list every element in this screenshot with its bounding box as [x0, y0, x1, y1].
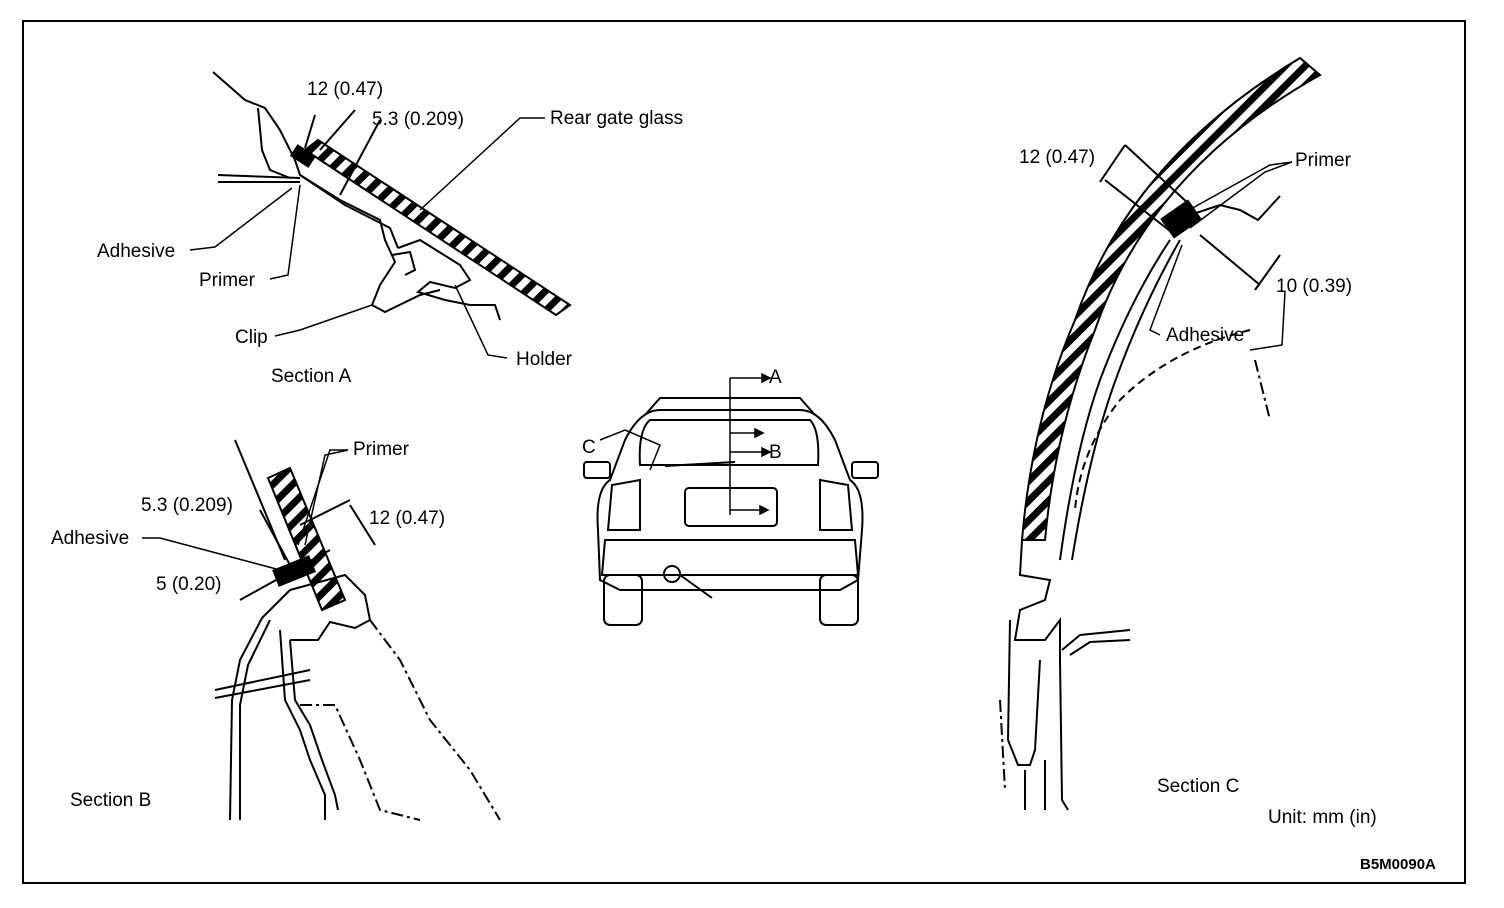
- section-b-title: Section B: [70, 790, 152, 811]
- section-a-leaders: [189, 117, 545, 359]
- section-b-leaders: [142, 449, 349, 571]
- section-c-dim-height: 10 (0.39): [1276, 276, 1353, 297]
- section-b-dim-width: 12 (0.47): [369, 508, 446, 529]
- section-c-label-adhesive: Adhesive: [1166, 325, 1245, 346]
- section-c-glass: [1020, 56, 1322, 541]
- outer-border: [22, 20, 1466, 884]
- section-a-label-glass: Rear gate glass: [550, 108, 684, 129]
- section-b-dim-gap: 5 (0.20): [156, 574, 222, 595]
- section-b-label-adhesive: Adhesive: [51, 528, 130, 549]
- vehicle-marker-c: C: [582, 437, 596, 458]
- section-c-title: Section C: [1157, 776, 1240, 797]
- vehicle-rear-view: [583, 397, 879, 626]
- section-a-dim-thickness: 5.3 (0.209): [372, 109, 464, 130]
- section-a-drawing: [212, 71, 572, 321]
- section-a-dim-width: 12 (0.47): [307, 79, 384, 100]
- figure-code: B5M0090A: [1360, 856, 1436, 873]
- section-a-title: Section A: [271, 366, 352, 387]
- section-a-label-holder: Holder: [516, 349, 572, 370]
- section-c-label-primer: Primer: [1295, 150, 1351, 171]
- section-b-drawing: [214, 439, 501, 821]
- section-b-label-primer: Primer: [353, 439, 409, 460]
- section-b-dim-thickness: 5.3 (0.209): [141, 495, 233, 516]
- vehicle-marker-a: A: [769, 367, 782, 388]
- section-c-dim-width: 12 (0.47): [1019, 147, 1096, 168]
- vehicle-section-markers: [599, 372, 772, 516]
- section-c-drawing: [999, 56, 1322, 811]
- section-a-label-adhesive: Adhesive: [97, 241, 176, 262]
- unit-note: Unit: mm (in): [1268, 807, 1377, 828]
- section-a-label-clip: Clip: [235, 327, 268, 348]
- section-c-leaders: [1149, 161, 1293, 351]
- section-a-label-primer: Primer: [199, 270, 255, 291]
- section-a-glass: [303, 138, 572, 317]
- vehicle-marker-b: B: [769, 442, 782, 463]
